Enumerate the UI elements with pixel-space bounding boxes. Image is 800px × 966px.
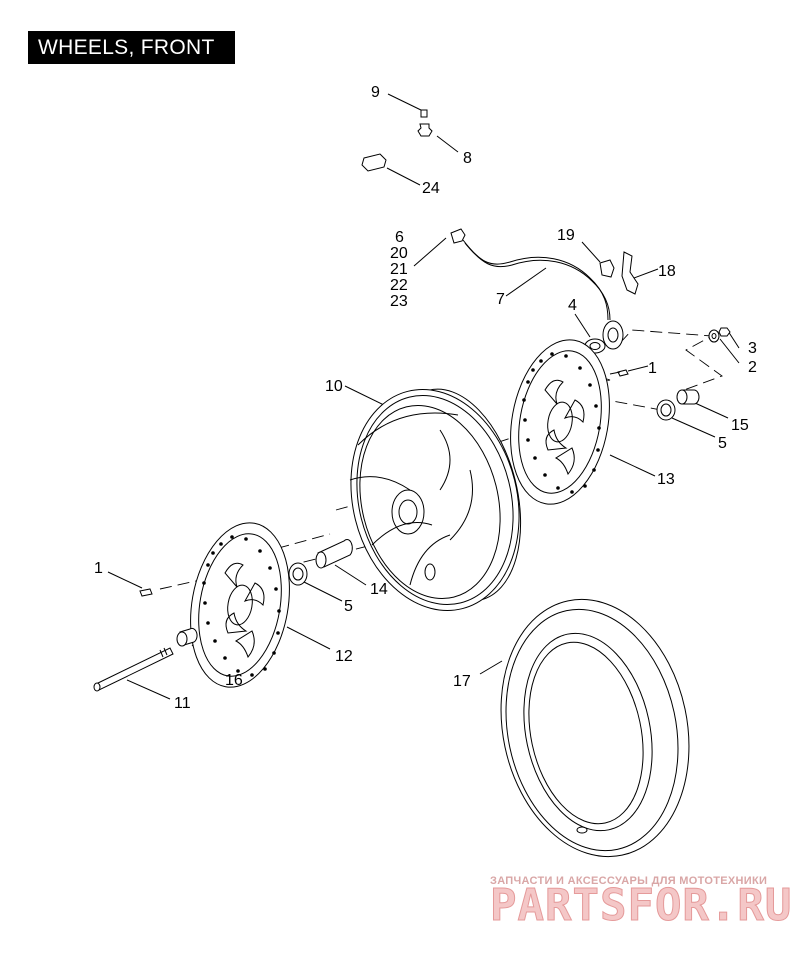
sensor-brackets — [599, 251, 639, 295]
callout-16: 16 — [225, 672, 243, 689]
callout-13: 13 — [657, 471, 675, 488]
callout-6: 6 — [395, 229, 404, 246]
callout-5-left: 5 — [344, 598, 353, 615]
callout-2: 2 — [748, 359, 757, 376]
callout-1-left: 1 — [94, 560, 103, 577]
left-spacer-bearing — [288, 539, 353, 586]
callout-9: 9 — [371, 84, 380, 101]
callout-18: 18 — [658, 263, 676, 280]
callout-3: 3 — [748, 340, 757, 357]
callout-17: 17 — [453, 673, 471, 690]
callout-12: 12 — [335, 648, 353, 665]
weight-part — [361, 153, 387, 172]
watermark-brand: PARTSFOR.RU — [490, 880, 792, 931]
valve-parts — [361, 109, 433, 172]
page-title: WHEELS, FRONT — [28, 31, 235, 64]
callout-23: 23 — [390, 293, 408, 310]
rotor-screw-top — [609, 369, 629, 377]
left-brake-rotor — [190, 522, 290, 688]
valve-cap-part — [420, 109, 428, 118]
callout-14: 14 — [370, 581, 388, 598]
speed-sensor-cable — [450, 228, 611, 321]
callout-10: 10 — [325, 378, 343, 395]
callout-11: 11 — [174, 695, 191, 712]
callout-7: 7 — [496, 291, 505, 308]
callout-24: 24 — [422, 180, 440, 197]
right-rotor-holes — [522, 352, 601, 494]
callout-labels: 9 8 24 6 20 21 22 23 19 18 7 4 3 2 1 15 … — [94, 84, 757, 712]
nut-washer — [708, 327, 731, 343]
callout-20: 20 — [390, 245, 408, 262]
callout-15: 15 — [731, 417, 749, 434]
callout-1-top: 1 — [648, 360, 657, 377]
callout-4: 4 — [568, 297, 577, 314]
callout-8: 8 — [463, 150, 472, 167]
callout-22: 22 — [390, 277, 408, 294]
front-tire — [500, 598, 690, 858]
left-rotor-holes — [202, 535, 281, 677]
right-bearings — [656, 389, 700, 421]
valve-stem-part — [417, 123, 433, 137]
callout-5-right: 5 — [718, 435, 727, 452]
rotor-screw-left — [139, 588, 153, 597]
callout-19: 19 — [557, 227, 575, 244]
right-brake-rotor — [510, 339, 610, 505]
sensor-ring — [584, 320, 624, 354]
watermark-logo: ЗАПЧАСТИ И АКСЕССУАРЫ ДЛЯ МОТОТЕХНИКИ PA… — [490, 875, 792, 932]
front-axle — [93, 647, 174, 692]
callout-21: 21 — [390, 261, 408, 278]
watermark-tagline: ЗАПЧАСТИ И АКСЕССУАРЫ ДЛЯ МОТОТЕХНИКИ — [490, 875, 767, 887]
front-wheel — [349, 388, 522, 611]
axle-spacer — [176, 627, 198, 647]
